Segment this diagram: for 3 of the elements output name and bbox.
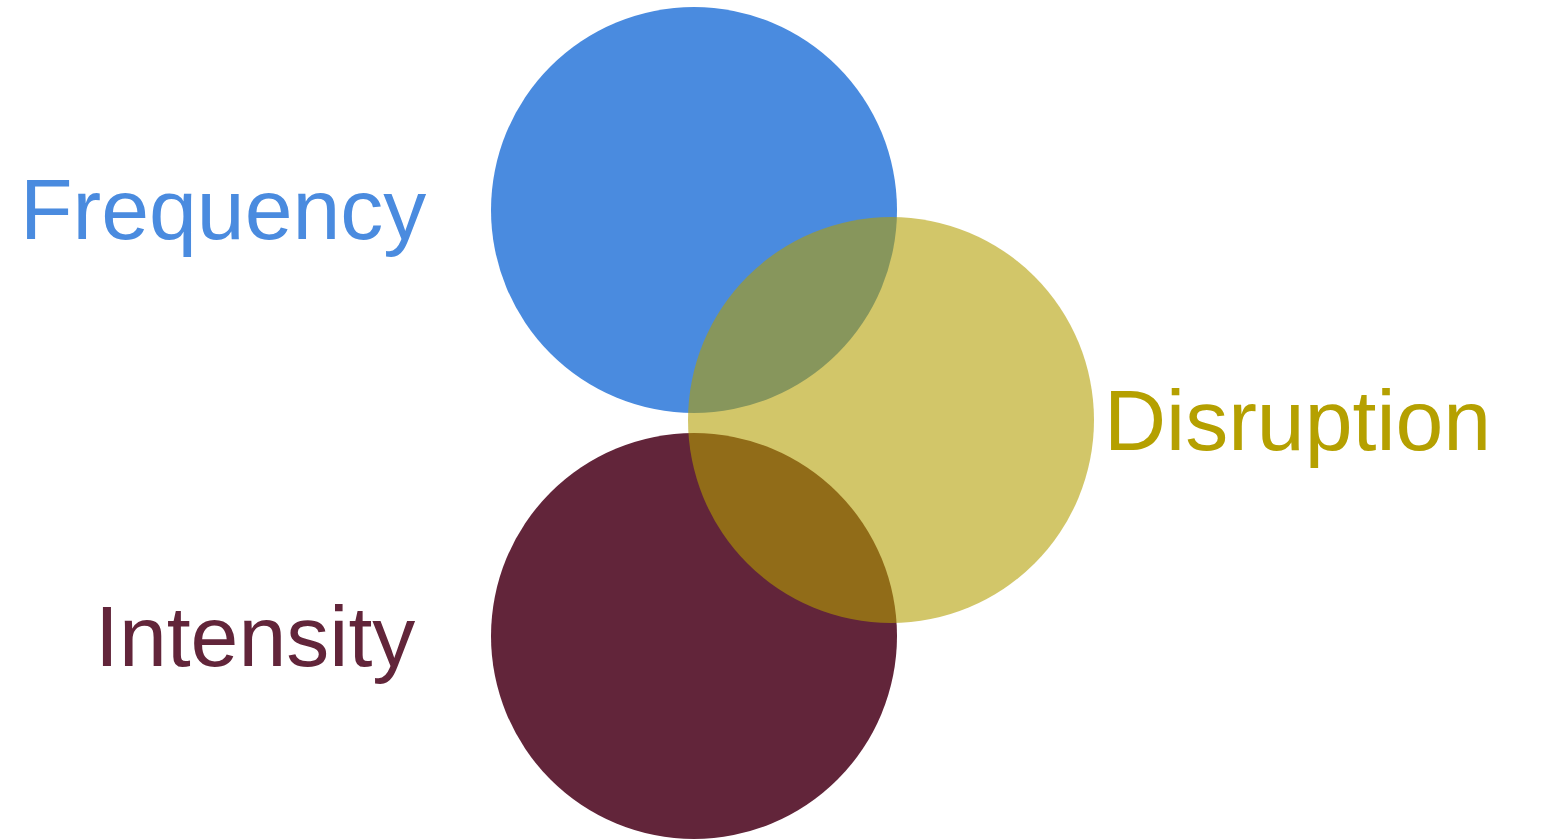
circle-label: Disruption bbox=[1104, 371, 1492, 470]
circle-label: Intensity bbox=[95, 587, 416, 686]
circle-label: Frequency bbox=[20, 160, 427, 259]
